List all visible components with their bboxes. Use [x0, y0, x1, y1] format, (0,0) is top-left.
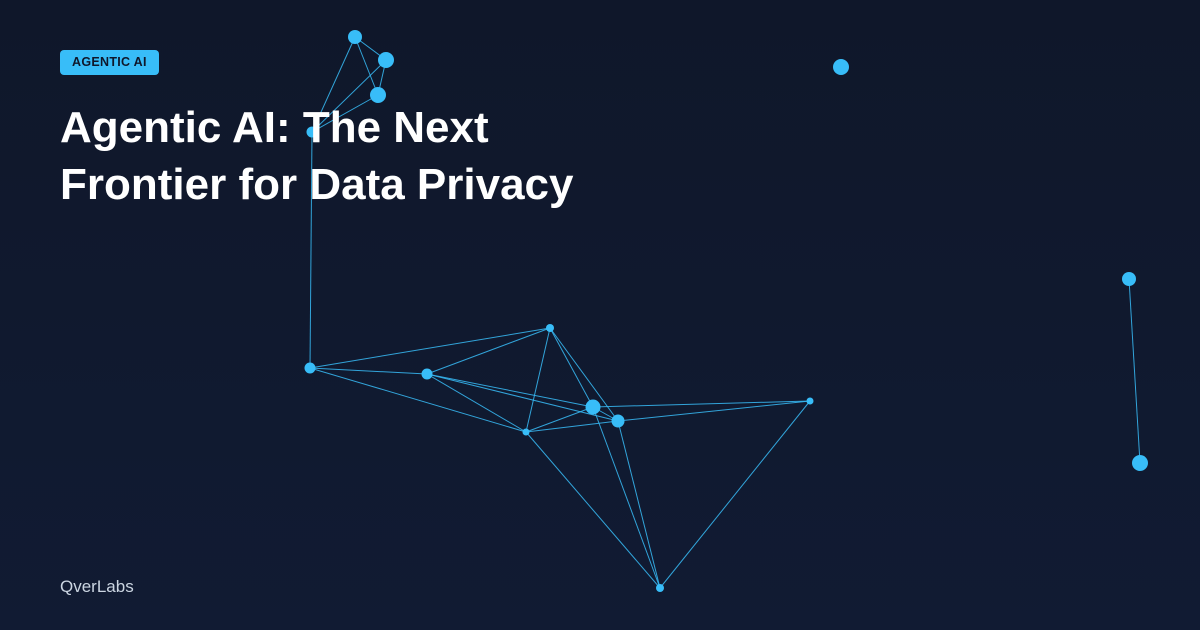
graph-edge [525, 420, 619, 433]
brand-name: QverLabs [60, 577, 134, 596]
graph-edge [617, 400, 811, 422]
title-line-2: Frontier for Data Privacy [60, 160, 574, 209]
graph-edge [525, 431, 661, 589]
graph-edge [426, 373, 619, 422]
graph-node [546, 324, 554, 332]
graph-edges [309, 36, 1141, 589]
graph-node [522, 428, 530, 436]
graph-edge [309, 367, 527, 433]
title-line-1: Agentic AI: The Next [60, 103, 489, 152]
graph-edge [426, 373, 527, 433]
graph-edge [549, 327, 594, 408]
graph-node [378, 52, 394, 68]
graph-node [421, 368, 433, 380]
page-title: Agentic AI: The Next Frontier for Data P… [60, 99, 660, 213]
graph-nodes [304, 30, 1148, 592]
graph-node [1122, 272, 1136, 286]
graph-node [304, 362, 316, 374]
graph-edge [592, 400, 811, 408]
graph-node [370, 87, 386, 103]
graph-edge [311, 94, 379, 133]
graph-node [1132, 455, 1148, 471]
graph-node [348, 30, 362, 44]
graph-node [806, 397, 814, 405]
graph-edge [311, 59, 387, 133]
graph-edge [354, 36, 379, 96]
graph-edge [659, 400, 811, 589]
graph-edge [309, 131, 313, 369]
graph-edge [426, 327, 551, 375]
graph-node [611, 414, 625, 428]
graph-node [306, 126, 318, 138]
graph-edge [525, 327, 551, 433]
graph-edge [617, 420, 661, 589]
graph-edge [549, 327, 619, 422]
graph-edge [309, 367, 428, 375]
graph-edge [1128, 278, 1141, 464]
category-badge: AGENTIC AI [60, 50, 159, 75]
graph-edge [426, 373, 594, 408]
graph-node [585, 399, 601, 415]
graph-node [833, 59, 849, 75]
graph-edge [309, 327, 551, 369]
graph-edge [525, 406, 594, 433]
graph-edge [592, 406, 661, 589]
graph-edge [311, 36, 356, 133]
graph-node [656, 584, 664, 592]
